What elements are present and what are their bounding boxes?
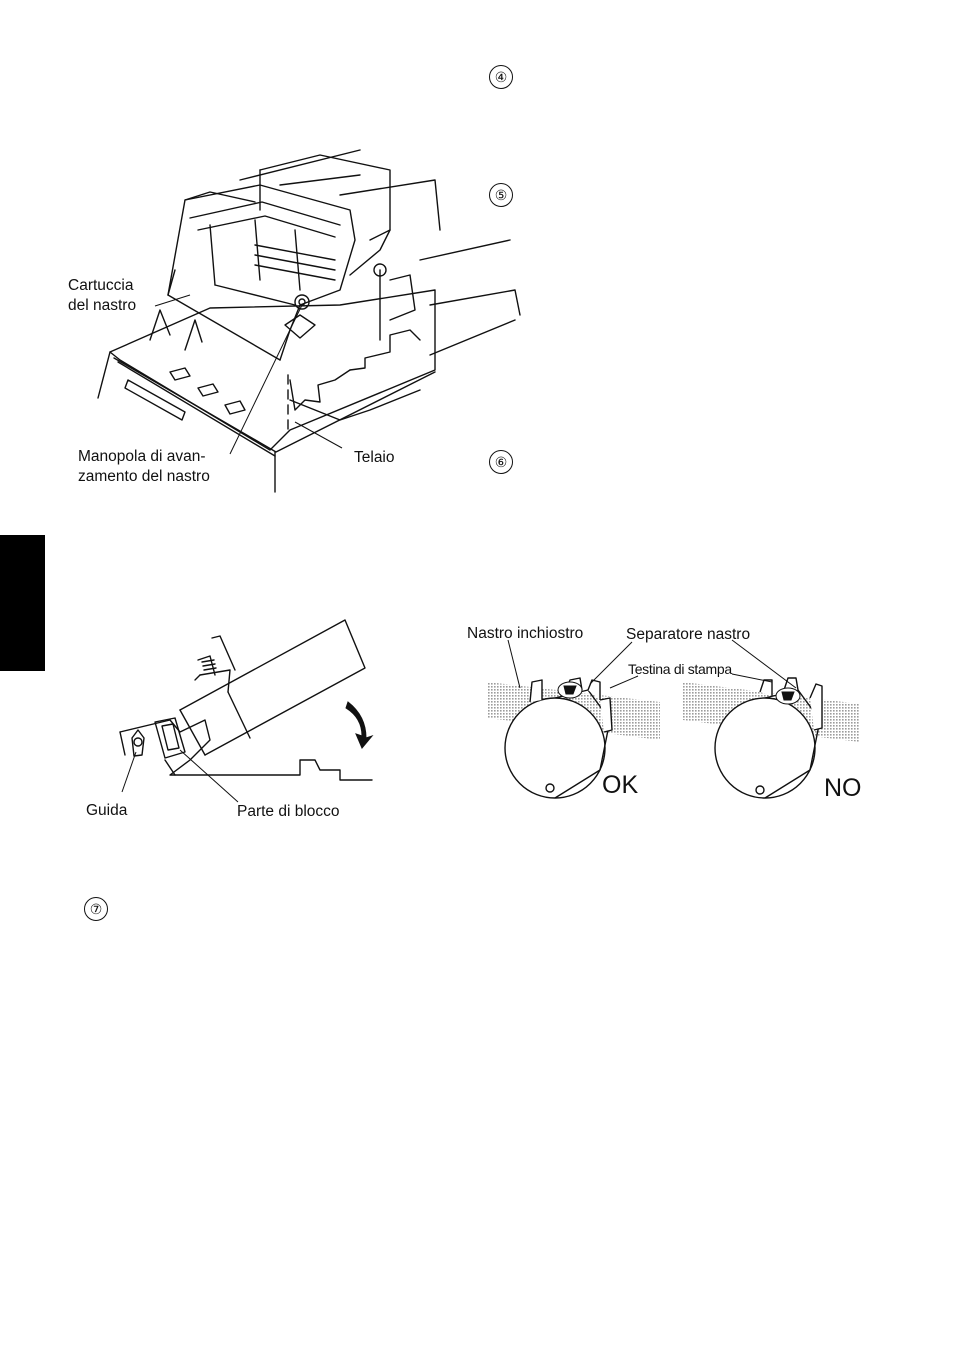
label-ribbon-separator: Separatore nastro xyxy=(626,626,751,643)
label-print-head: Testina di stampa xyxy=(628,661,732,677)
section-tab xyxy=(0,535,45,671)
step-5-marker: ⑤ xyxy=(489,183,513,207)
label-guide: Guida xyxy=(86,802,128,819)
label-frame: Telaio xyxy=(354,449,395,466)
figure-ribbon-cartridge-install xyxy=(90,130,530,500)
label-cartridge-line1: Cartuccia xyxy=(68,277,134,294)
verdict-ok: OK xyxy=(602,771,639,799)
figure-ribbon-position-ok-no xyxy=(488,620,860,820)
label-lock: Parte di blocco xyxy=(237,803,340,820)
step-6-marker: ⑥ xyxy=(489,450,513,474)
label-knob-line2: zamento del nastro xyxy=(78,468,210,485)
label-cartridge-line2: del nastro xyxy=(68,297,137,314)
label-ink-ribbon: Nastro inchiostro xyxy=(467,625,584,642)
verdict-no: NO xyxy=(824,774,862,802)
figure-cartridge-lock xyxy=(110,620,390,810)
step-4-marker: ④ xyxy=(489,65,513,89)
step-7-marker: ⑦ xyxy=(84,897,108,921)
label-knob-line1: Manopola di avan- xyxy=(78,448,206,465)
